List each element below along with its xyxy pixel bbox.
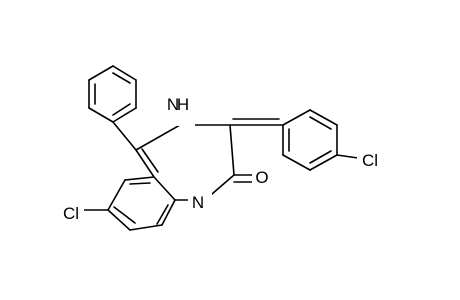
double-bond bbox=[113, 206, 136, 224]
double-bond bbox=[309, 116, 332, 130]
atom-label-imine-n: N bbox=[188, 192, 212, 212]
bond bbox=[88, 65, 114, 81]
bond bbox=[129, 224, 163, 231]
bond-phenyl-c5 bbox=[112, 121, 137, 151]
bond bbox=[112, 65, 137, 81]
bond-ring-cl bbox=[336, 154, 359, 159]
bond-c3-c2 bbox=[229, 124, 235, 176]
imine-nitrogen-label: N bbox=[192, 193, 204, 212]
right-chlorine-label: Cl bbox=[362, 151, 378, 170]
bond bbox=[282, 109, 311, 126]
bond bbox=[161, 199, 176, 226]
double-bond bbox=[129, 182, 151, 185]
bond bbox=[107, 179, 126, 211]
bond bbox=[282, 154, 311, 171]
left-chlorine-label: Cl bbox=[63, 204, 79, 223]
double-bond bbox=[156, 204, 169, 225]
bond bbox=[153, 176, 176, 201]
bond bbox=[309, 109, 338, 126]
bond-c5-n4 bbox=[135, 124, 181, 151]
carbonyl-oxygen-label: O bbox=[255, 168, 268, 187]
double-bond bbox=[112, 72, 131, 84]
nh-hydrogen-label: H bbox=[177, 95, 189, 114]
atom-label-carbonyl-o: O bbox=[252, 167, 272, 187]
bond bbox=[112, 107, 137, 123]
atom-label-cl-left: Cl bbox=[58, 203, 84, 225]
bond bbox=[88, 107, 114, 123]
chlorophenyl-ring bbox=[282, 109, 338, 171]
bond bbox=[107, 209, 131, 231]
double-bond bbox=[112, 103, 131, 116]
benzo-ring bbox=[107, 176, 176, 231]
double-bond-c5-c5a bbox=[141, 148, 159, 173]
bond-c5-c5a bbox=[135, 149, 155, 178]
bond bbox=[124, 176, 155, 181]
diazepine-ring bbox=[135, 124, 235, 201]
atom-label-cl-right: Cl bbox=[357, 150, 383, 172]
double-bond bbox=[309, 150, 332, 164]
phenyl-ring bbox=[88, 65, 137, 123]
atom-label-nh: H N bbox=[167, 95, 195, 126]
bond bbox=[309, 154, 338, 171]
nh-nitrogen-label: N bbox=[167, 95, 179, 114]
